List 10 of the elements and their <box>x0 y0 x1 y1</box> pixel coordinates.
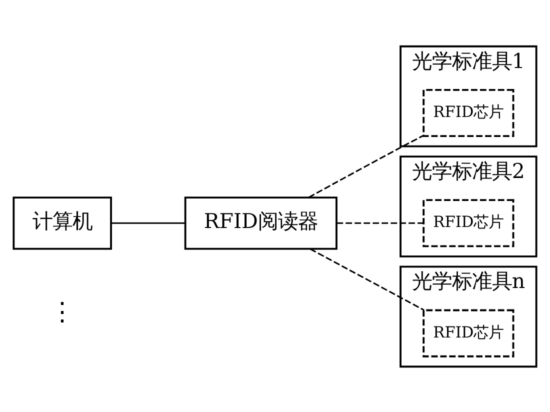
label: ⋮ <box>49 297 76 328</box>
node-box: 计算机 <box>12 196 112 250</box>
node-box: RFID芯片 <box>422 308 514 357</box>
node-box: RFID芯片 <box>422 198 514 247</box>
connector <box>111 222 186 224</box>
connector <box>336 222 424 224</box>
node-box: RFID阅读器 <box>184 196 338 250</box>
connector <box>310 248 424 310</box>
node-box: RFID芯片 <box>422 88 514 136</box>
connector <box>308 134 424 198</box>
